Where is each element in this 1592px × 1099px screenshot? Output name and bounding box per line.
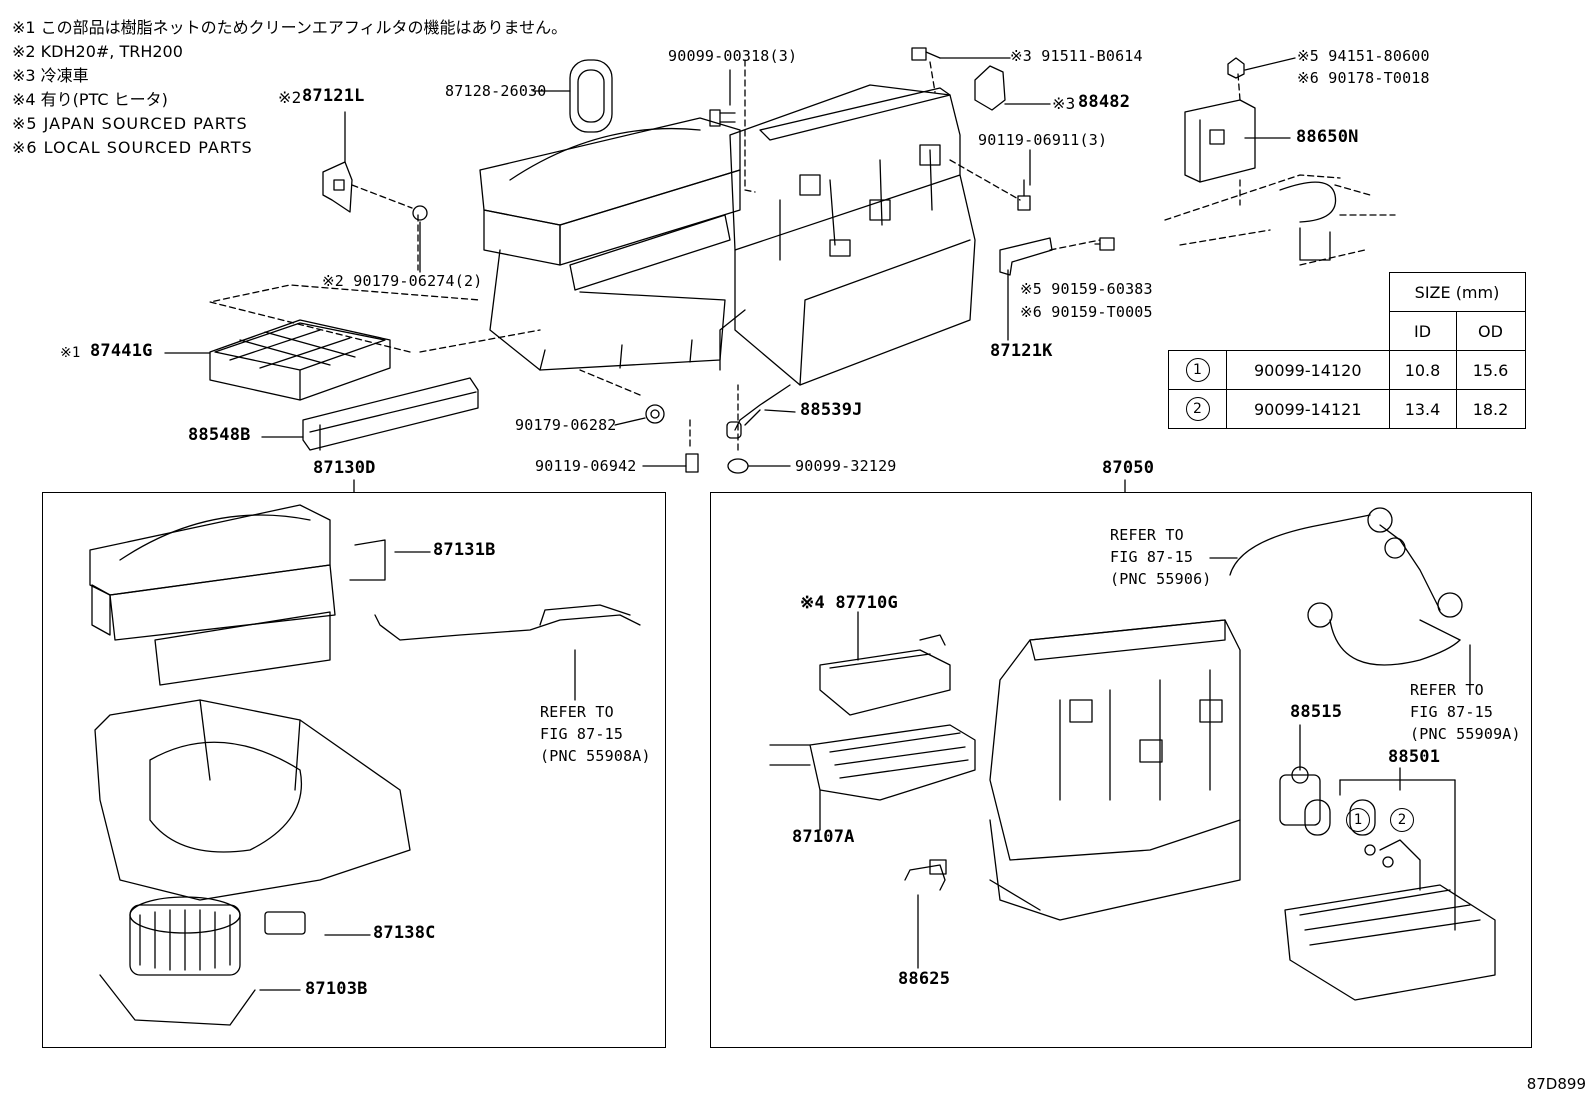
- bolts-upper: [709, 47, 1245, 251]
- label-87130d: 87130D: [313, 458, 376, 478]
- size-table-col-od: OD: [1455, 311, 1526, 351]
- label-87710g: ※4 87710G: [800, 593, 898, 613]
- label-88515: 88515: [1290, 702, 1343, 722]
- size-table: SIZE (mm) ID OD 1 90099-14120 10.8 15.6 …: [1168, 272, 1526, 429]
- dashed-guides: [209, 59, 1241, 451]
- size-row-od: 15.6: [1455, 350, 1526, 390]
- label-87050: 87050: [1102, 458, 1155, 478]
- label-90119-06942: 90119-06942: [535, 457, 637, 475]
- size-table-row: 2 90099-14121 13.4 18.2: [1168, 389, 1526, 429]
- size-table-header: SIZE (mm): [1388, 272, 1526, 312]
- label-90119-06911: 90119-06911(3): [978, 131, 1108, 149]
- size-table-row: 1 90099-14120 10.8 15.6: [1168, 350, 1526, 390]
- label-90178-t0018: ※6 90178-T0018: [1297, 69, 1430, 87]
- frame-88548b: [302, 377, 479, 451]
- label-94151-80600: ※5 94151-80600: [1297, 47, 1430, 65]
- label-87128-26030: 87128-26030: [445, 82, 547, 100]
- leader-lines: [164, 57, 1471, 991]
- refer-right-line2: FIG 87-15: [1410, 703, 1494, 721]
- callout-circle-1: 1: [1346, 808, 1370, 832]
- label-90179-06274: ※2 90179-06274(2): [322, 272, 483, 290]
- label-88482: 88482: [1078, 92, 1131, 112]
- label-87131b: 87131B: [433, 540, 496, 560]
- refer-top-line3: (PNC 55906): [1110, 570, 1212, 588]
- label-87121k: 87121K: [990, 341, 1053, 361]
- size-row-id: 10.8: [1388, 350, 1457, 390]
- figure-code: 87D899: [1526, 1075, 1586, 1093]
- size-row-mark: 2: [1185, 397, 1210, 421]
- size-row-id: 13.4: [1388, 389, 1457, 429]
- label-87103b: 87103B: [305, 979, 368, 999]
- label-87121l-mark: ※2: [278, 88, 302, 107]
- note-1: ※1 この部品は樹脂ネットのためクリーンエアフィルタの機能はありません。: [12, 18, 568, 37]
- refer-left-line1: REFER TO: [540, 703, 614, 721]
- size-table-col-id: ID: [1388, 311, 1457, 351]
- module-88650n: [1164, 99, 1396, 266]
- note-3: ※3 冷凍車: [12, 66, 89, 85]
- heater-unit-87050: [769, 507, 1496, 1001]
- label-88625: 88625: [898, 969, 951, 989]
- label-88650n: 88650N: [1296, 127, 1359, 147]
- refer-right-line3: (PNC 55909A): [1410, 725, 1521, 743]
- label-91511-b0614: ※3 91511-B0614: [1010, 47, 1143, 65]
- label-88482-mark: ※3: [1052, 94, 1076, 113]
- size-row-part: 90099-14121: [1226, 389, 1390, 429]
- grommet-87128: [532, 59, 613, 133]
- label-87107a: 87107A: [792, 827, 855, 847]
- label-87121l: 87121L: [302, 86, 365, 106]
- size-row-od: 18.2: [1455, 389, 1526, 429]
- label-90179-06282: 90179-06282: [515, 416, 617, 434]
- size-row-mark: 1: [1185, 358, 1210, 382]
- blower-case-87130d: [89, 504, 641, 1026]
- note-5: ※5 JAPAN SOURCED PARTS: [12, 114, 248, 133]
- bracket-87121k: [999, 237, 1053, 341]
- label-87138c: 87138C: [373, 923, 436, 943]
- label-88539j: 88539J: [800, 400, 863, 420]
- main-assembly-upper: [479, 84, 976, 386]
- label-90099-32129: 90099-32129: [795, 457, 897, 475]
- note-2: ※2 KDH20#, TRH200: [12, 42, 183, 61]
- note-4: ※4 有り(PTC ヒータ): [12, 90, 168, 109]
- callout-circle-2: 2: [1390, 808, 1414, 832]
- refer-top-line1: REFER TO: [1110, 526, 1184, 544]
- size-row-part: 90099-14120: [1226, 350, 1390, 390]
- refer-left-line3: (PNC 55908A): [540, 747, 651, 765]
- assembly-box-87050: [710, 492, 1532, 1048]
- label-88548b: 88548B: [188, 425, 251, 445]
- filter-87441g: [209, 319, 391, 401]
- label-90159-60383: ※5 90159-60383: [1020, 280, 1153, 298]
- note-6: ※6 LOCAL SOURCED PARTS: [12, 138, 253, 157]
- label-87441g: 87441G: [90, 341, 153, 361]
- label-87441g-mark: ※1: [60, 345, 81, 361]
- parts-lower-mid: [645, 384, 791, 474]
- bracket-87121l: [322, 111, 428, 221]
- label-90159-t0005: ※6 90159-T0005: [1020, 303, 1153, 321]
- label-90099-00318: 90099-00318(3): [668, 47, 798, 65]
- label-88501: 88501: [1388, 747, 1441, 767]
- refer-right-line1: REFER TO: [1410, 681, 1484, 699]
- refer-left-line2: FIG 87-15: [540, 725, 624, 743]
- refer-top-line2: FIG 87-15: [1110, 548, 1194, 566]
